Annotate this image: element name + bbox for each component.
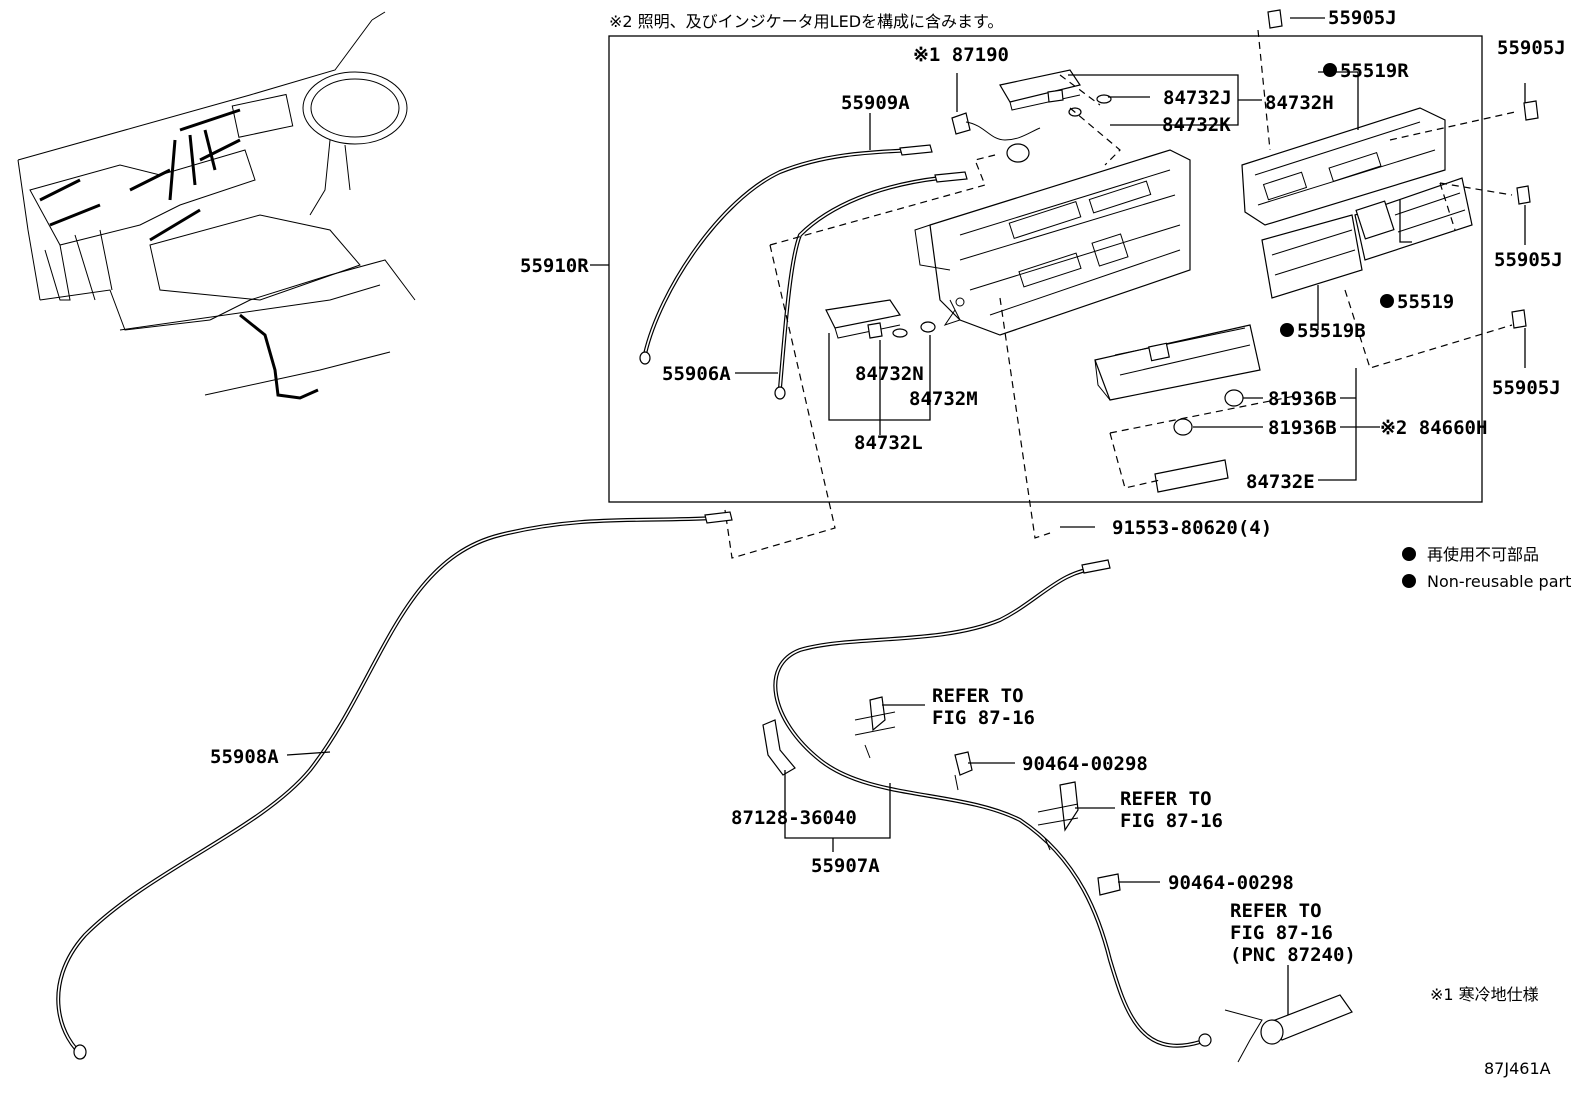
refer-note-1-line1: REFER TO xyxy=(932,685,1024,707)
legend-jp: 再使用不可部品 xyxy=(1427,545,1539,564)
heater-hose xyxy=(1224,965,1353,1063)
switch-top xyxy=(951,69,1112,163)
label-55519R: 55519R xyxy=(1340,60,1409,82)
dashboard-overview-sketch xyxy=(17,11,416,400)
knobs-55905J xyxy=(1267,9,1539,329)
label-90464-1: 90464-00298 xyxy=(1022,753,1148,775)
inner-cables xyxy=(639,144,968,400)
refer-note-3-line3: (PNC 87240) xyxy=(1230,944,1356,966)
cable-55908A xyxy=(56,511,733,1060)
label-81936B-1: 81936B xyxy=(1268,388,1337,410)
non-reusable-mark xyxy=(1380,294,1394,308)
label-84732H: 84732H xyxy=(1265,92,1334,114)
label-84732L: 84732L xyxy=(854,432,923,454)
label-90464-2: 90464-00298 xyxy=(1168,872,1294,894)
legend: 再使用不可部品 Non-reusable part xyxy=(1402,545,1571,591)
label-84732K: 84732K xyxy=(1162,114,1231,136)
face-panels xyxy=(1241,107,1473,299)
label-55908A: 55908A xyxy=(210,746,279,768)
label-55910R: 55910R xyxy=(520,255,589,277)
clamps xyxy=(854,696,1160,896)
label-87190: ※1 87190 xyxy=(913,44,1009,66)
label-55905J-r2: 55905J xyxy=(1494,249,1563,271)
refer-note-3-line2: FIG 87-16 xyxy=(1230,922,1333,944)
footnote: ※1 寒冷地仕様 xyxy=(1430,985,1539,1004)
control-panel-assembly xyxy=(914,149,1191,336)
legend-bullet xyxy=(1402,574,1416,588)
label-81936B-2: 81936B xyxy=(1268,417,1337,439)
label-55519B: 55519B xyxy=(1297,320,1366,342)
label-87128: 87128-36040 xyxy=(731,807,857,829)
label-55909A: 55909A xyxy=(841,92,910,114)
label-55906A: 55906A xyxy=(662,363,731,385)
label-55907A: 55907A xyxy=(811,855,880,877)
dashed-leaders xyxy=(724,29,1516,559)
refer-note-2-line2: FIG 87-16 xyxy=(1120,810,1223,832)
switch-left xyxy=(825,299,936,339)
legend-en: Non-reusable part xyxy=(1427,572,1571,591)
label-55905J-r3: 55905J xyxy=(1492,377,1561,399)
label-84732J: 84732J xyxy=(1163,87,1232,109)
cable-55907A xyxy=(762,559,1212,1048)
refer-note-3-line1: REFER TO xyxy=(1230,900,1322,922)
label-91553: 91553-80620(4) xyxy=(1112,517,1272,539)
part-labels: 55905J 55905J 55905J 55905J 55519R ※1 87… xyxy=(210,7,1566,894)
non-reusable-mark xyxy=(1323,63,1337,77)
assembly-box xyxy=(608,35,1483,503)
non-reusable-mark xyxy=(1280,323,1294,337)
refer-note-1-line2: FIG 87-16 xyxy=(932,707,1035,729)
refer-notes: REFER TO FIG 87-16 REFER TO FIG 87-16 RE… xyxy=(932,685,1356,966)
figure-code: 87J461A xyxy=(1484,1059,1551,1078)
label-84732E: 84732E xyxy=(1246,471,1315,493)
label-55905J-r1: 55905J xyxy=(1497,37,1566,59)
label-84660H: ※2 84660H xyxy=(1380,417,1487,439)
legend-bullet xyxy=(1402,547,1416,561)
header-note: ※2 照明、及びインジケータ用LEDを構成に含みます。 xyxy=(609,12,1003,31)
label-55519: 55519 xyxy=(1397,291,1454,313)
label-55905J-top: 55905J xyxy=(1328,7,1397,29)
label-84732N: 84732N xyxy=(855,363,924,385)
control-unit-84660H xyxy=(1094,324,1261,493)
label-84732M: 84732M xyxy=(909,388,978,410)
refer-note-2-line1: REFER TO xyxy=(1120,788,1212,810)
